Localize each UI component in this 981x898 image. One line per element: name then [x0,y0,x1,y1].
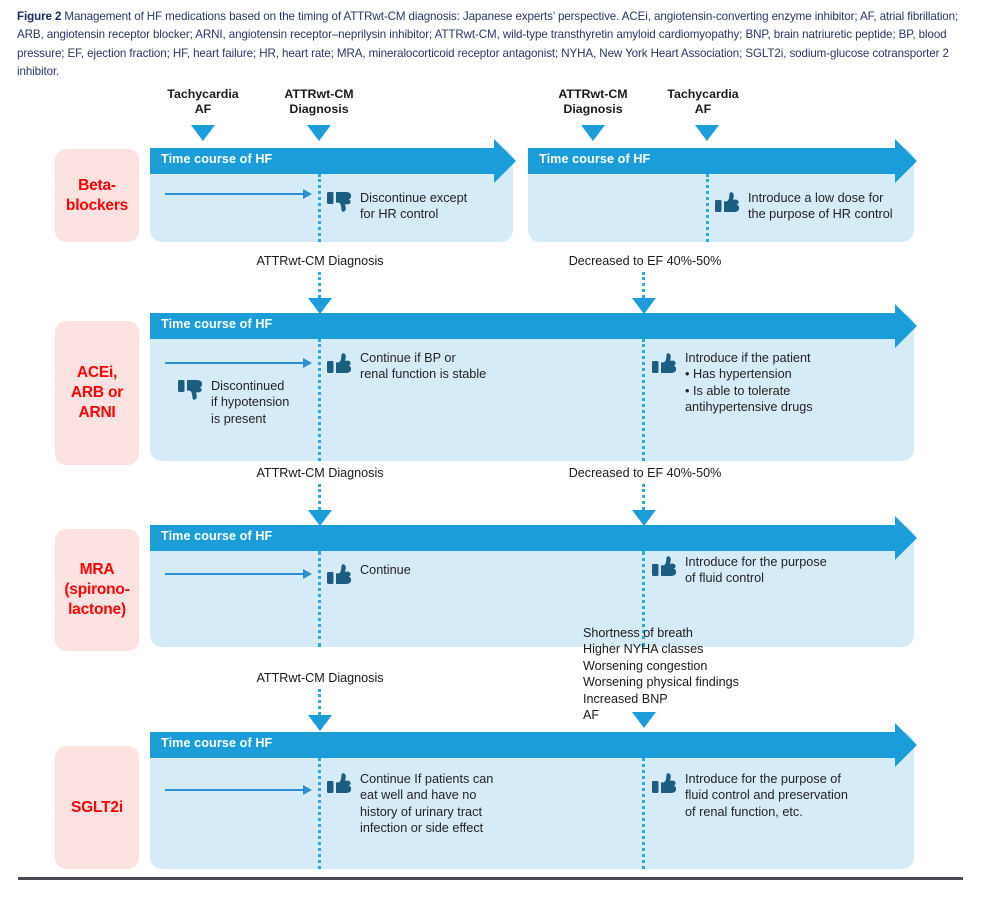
thumbs-up-icon [652,771,678,800]
thumbs-down-icon [178,378,204,407]
thumbs-up-icon [327,562,353,591]
timeline-arrow-r1-right: Time course of HF [528,139,917,183]
timeline-bar-label: Time course of HF [161,736,273,750]
annotation-r2-continue: Continue if BP or renal function is stab… [327,350,517,383]
annotation-text: Continue If patients can eat well and ha… [360,772,494,836]
annotation-r3-introduce: Introduce for the purpose of fluid contr… [652,554,867,587]
continuation-arrow-r3 [165,569,312,579]
timeline-arrow-r4: Time course of HF [150,723,917,767]
marker-label-r4-m2: Shortness of breath Higher NYHA classes … [583,626,739,723]
timeline-bar-label: Time course of HF [161,529,273,543]
annotation-text: Discontinue except for HR control [360,191,468,222]
drug-label-acei-arb-arni: ACEi, ARB or ARNI [55,321,139,465]
marker-label-r3-m1: ATTRwt-CM Diagnosis [256,466,384,480]
thumbs-up-icon [327,351,353,380]
thumbs-up-icon [327,771,353,800]
marker-guide-r2-ef [642,339,645,461]
right-arrow-icon [895,304,917,348]
continuation-arrow-r1 [165,189,312,199]
marker-label-r2-m2: Decreased to EF 40%-50% [568,254,722,268]
thumbs-up-icon [652,351,678,380]
marker-guide-r3-diagnosis-top [318,484,321,510]
marker-guide-r4-diagnosis [318,758,321,869]
marker-guide-r1-tachycardia [706,174,709,242]
right-arrow-icon [895,723,917,767]
continuation-arrow-r2 [165,358,312,368]
triangle-down-marker-icon [581,125,605,141]
marker-guide-r1-diagnosis [318,174,321,242]
marker-label-r1-m4: Tachycardia AF [667,87,739,116]
figure-number: Figure 2 [17,10,62,23]
marker-label-r4-m1: ATTRwt-CM Diagnosis [256,671,384,685]
annotation-text: Introduce if the patient • Has hypertens… [685,351,813,415]
thumbs-up-icon [715,190,741,219]
timeline-bar-label: Time course of HF [161,152,273,166]
right-arrow-icon [895,139,917,183]
marker-guide-r3-ef [642,551,645,647]
annotation-text: Introduce for the purpose of fluid contr… [685,555,827,586]
annotation-r2-introduce: Introduce if the patient • Has hypertens… [652,350,882,416]
annotation-text: Discontinued if hypotension is present [211,379,290,426]
figure-caption-text: Management of HF medications based on th… [17,10,959,79]
drug-label-sglt2i: SGLT2i [55,746,139,869]
right-arrow-icon [494,139,516,183]
triangle-down-marker-icon [308,298,332,314]
triangle-down-marker-icon [308,510,332,526]
marker-guide-r3-diagnosis [318,551,321,647]
thumbs-down-icon [327,190,353,219]
marker-label-r3-m2: Decreased to EF 40%-50% [568,466,722,480]
timeline-bar-label: Time course of HF [161,317,273,331]
annotation-text: Continue [360,563,411,577]
thumbs-up-icon [652,554,678,583]
annotation-r4-continue: Continue If patients can eat well and ha… [327,771,507,837]
figure-canvas: Tachycardia AF ATTRwt-CM Diagnosis ATTRw… [0,86,981,869]
annotation-text: Introduce a low dose for the purpose of … [748,191,893,222]
annotation-r4-introduce: Introduce for the purpose of fluid contr… [652,771,892,820]
timeline-bar-label: Time course of HF [539,152,651,166]
right-arrow-icon [895,516,917,560]
timeline-arrow-r3: Time course of HF [150,516,917,560]
marker-guide-r4-symptoms [642,758,645,869]
timeline-arrow-r1-left: Time course of HF [150,139,516,183]
triangle-down-marker-icon [632,712,656,728]
figure-caption: Figure 2 Management of HF medications ba… [17,8,967,82]
triangle-down-marker-icon [307,125,331,141]
triangle-down-marker-icon [191,125,215,141]
marker-guide-r2-diagnosis-top [318,272,321,298]
marker-label-r1-m1: Tachycardia AF [167,87,239,116]
triangle-down-marker-icon [632,510,656,526]
marker-label-r2-m1: ATTRwt-CM Diagnosis [256,254,384,268]
annotation-text: Continue if BP or renal function is stab… [360,351,487,382]
annotation-r2-discontinued: Discontinued if hypotension is present [178,378,328,427]
triangle-down-marker-icon [695,125,719,141]
annotation-r1-discontinue: Discontinue except for HR control [327,190,502,223]
timeline-arrow-r2: Time course of HF [150,304,917,348]
drug-label-beta-blockers: Beta- blockers [55,149,139,242]
triangle-down-marker-icon [632,298,656,314]
marker-label-r1-m3: ATTRwt-CM Diagnosis [558,87,628,116]
drug-label-mra: MRA (spirono- lactone) [55,529,139,651]
triangle-down-marker-icon [308,715,332,731]
annotation-r3-continue: Continue [327,562,477,591]
marker-label-r1-m2: ATTRwt-CM Diagnosis [284,87,354,116]
continuation-arrow-r4 [165,785,312,795]
annotation-text: Introduce for the purpose of fluid contr… [685,772,848,819]
annotation-r1-introduce: Introduce a low dose for the purpose of … [715,190,905,223]
marker-guide-r3-ef-top [642,484,645,510]
marker-guide-r4-diagnosis-top [318,689,321,715]
marker-guide-r2-diagnosis [318,339,321,461]
marker-guide-r2-ef-top [642,272,645,298]
bottom-divider [18,877,963,880]
